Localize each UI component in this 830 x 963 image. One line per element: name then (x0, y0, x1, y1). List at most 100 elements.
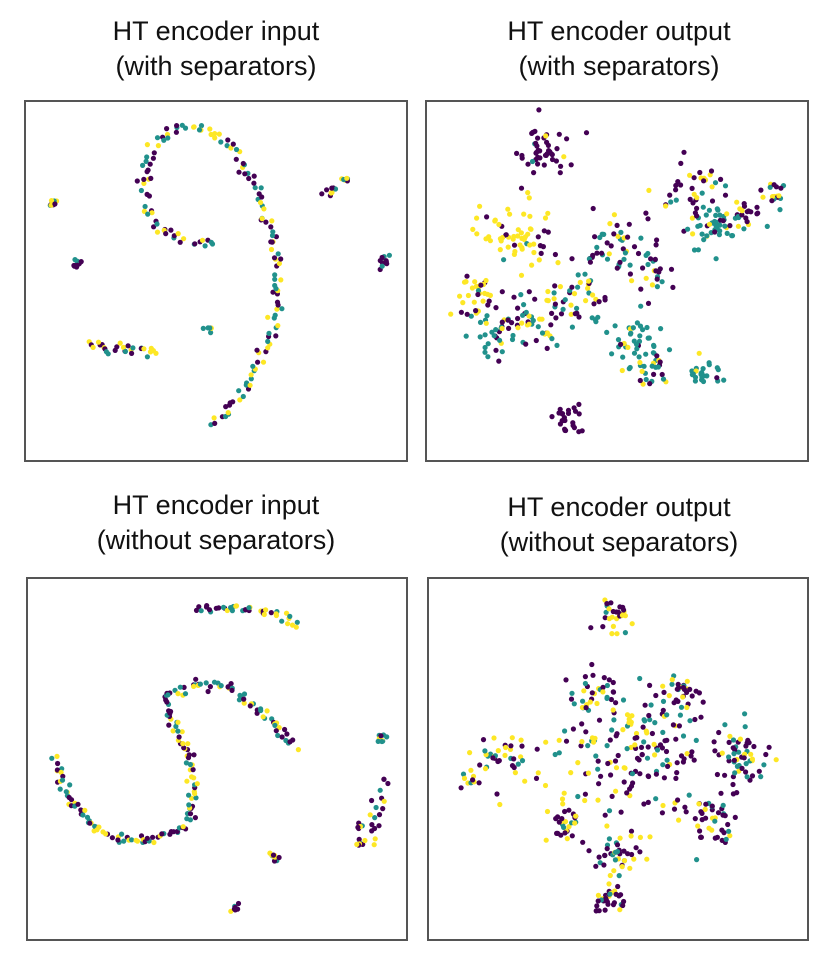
scatter-point (60, 773, 66, 779)
scatter-point (583, 298, 589, 304)
scatter-point (689, 185, 695, 191)
scatter-point (237, 397, 243, 403)
scatter-point (613, 700, 619, 706)
scatter-point (545, 288, 551, 295)
scatter-point (505, 206, 511, 212)
scatter-point (651, 741, 657, 747)
scatter-point (629, 278, 635, 284)
scatter-point (289, 622, 296, 628)
scatter-point (714, 206, 720, 212)
scatter-point (659, 810, 665, 816)
scatter-point (141, 176, 147, 182)
scatter-point (704, 233, 710, 239)
scatter-point (120, 344, 127, 350)
scatter-point (573, 813, 579, 819)
scatter-point (587, 259, 593, 265)
scatter-point (579, 721, 585, 727)
scatter-point (695, 823, 701, 829)
scatter-point (655, 364, 661, 370)
scatter-point (544, 139, 550, 145)
scatter-point (606, 606, 612, 612)
scatter-point (698, 834, 704, 840)
scatter-point (248, 372, 254, 378)
scatter-point (676, 723, 682, 729)
scatter-point (731, 757, 737, 763)
scatter-point (252, 185, 258, 191)
scatter-point (58, 769, 64, 775)
scatter-point (625, 234, 631, 240)
scatter-point (186, 802, 192, 808)
scatter-point (568, 162, 574, 168)
scatter-point (377, 787, 383, 793)
scatter-point (233, 146, 240, 153)
scatter-point (133, 837, 139, 843)
scatter-point (743, 743, 749, 749)
scatter-point (255, 359, 261, 365)
scatter-point (606, 808, 613, 814)
scatter-point (155, 143, 161, 149)
scatter-point (380, 806, 386, 812)
scatter-point (614, 222, 620, 228)
scatter-point (274, 299, 281, 305)
scatter-point (271, 255, 278, 261)
scatter-point (275, 323, 281, 329)
scatter-point (675, 797, 681, 803)
scatter-point (590, 672, 596, 678)
scatter-point (571, 425, 577, 431)
scatter-point (177, 684, 183, 690)
scatter-point (569, 256, 575, 262)
scatter-point (653, 268, 659, 274)
scatter-point (177, 239, 183, 245)
scatter-point (535, 770, 541, 776)
scatter-point (499, 289, 505, 295)
scatter-point (637, 675, 643, 682)
scatter-point (549, 310, 555, 316)
scatter-point (535, 161, 541, 167)
scatter-point (713, 223, 719, 229)
scatter-point (618, 809, 624, 815)
scatter-point (776, 193, 782, 199)
scatter-point (129, 837, 135, 843)
scatter-point (613, 733, 619, 739)
scatter-point (594, 903, 600, 909)
scatter-point (612, 758, 619, 764)
scatter-point (548, 322, 554, 328)
scatter-point (179, 729, 185, 735)
scatter-point (240, 160, 246, 167)
scatter-point (134, 178, 140, 184)
scatter-point (535, 234, 541, 240)
scatter-point (715, 810, 722, 816)
scatter-point (763, 751, 769, 758)
scatter-point (694, 857, 700, 863)
scatter-point (701, 178, 707, 184)
scatter-point (529, 262, 535, 268)
scatter-point (480, 298, 486, 304)
scatter-point (621, 779, 627, 785)
scatter-point (634, 346, 640, 352)
scatter-point (491, 735, 497, 741)
scatter-point (187, 811, 194, 817)
scatter-point (643, 210, 649, 216)
scatter-point (711, 739, 717, 745)
scatter-point (657, 742, 664, 748)
scatter-point (769, 198, 775, 204)
scatter-point (579, 704, 585, 711)
scatter-point (168, 708, 174, 715)
scatter-point (197, 681, 203, 687)
scatter-point (634, 755, 641, 761)
scatter-point (544, 297, 550, 303)
scatter-point (663, 748, 670, 755)
scatter-point (718, 790, 724, 796)
scatter-point (67, 782, 73, 788)
scatter-point (472, 279, 478, 285)
scatter-point (174, 123, 180, 129)
scatter-point (725, 821, 731, 828)
scatter-point (503, 744, 509, 751)
scatter-point (637, 377, 643, 384)
scatter-point (287, 739, 293, 745)
scatter-point (560, 418, 566, 424)
scatter-point (586, 848, 592, 854)
scatter-point (613, 765, 620, 771)
scatter-point (246, 605, 252, 611)
scatter-point (144, 142, 150, 148)
